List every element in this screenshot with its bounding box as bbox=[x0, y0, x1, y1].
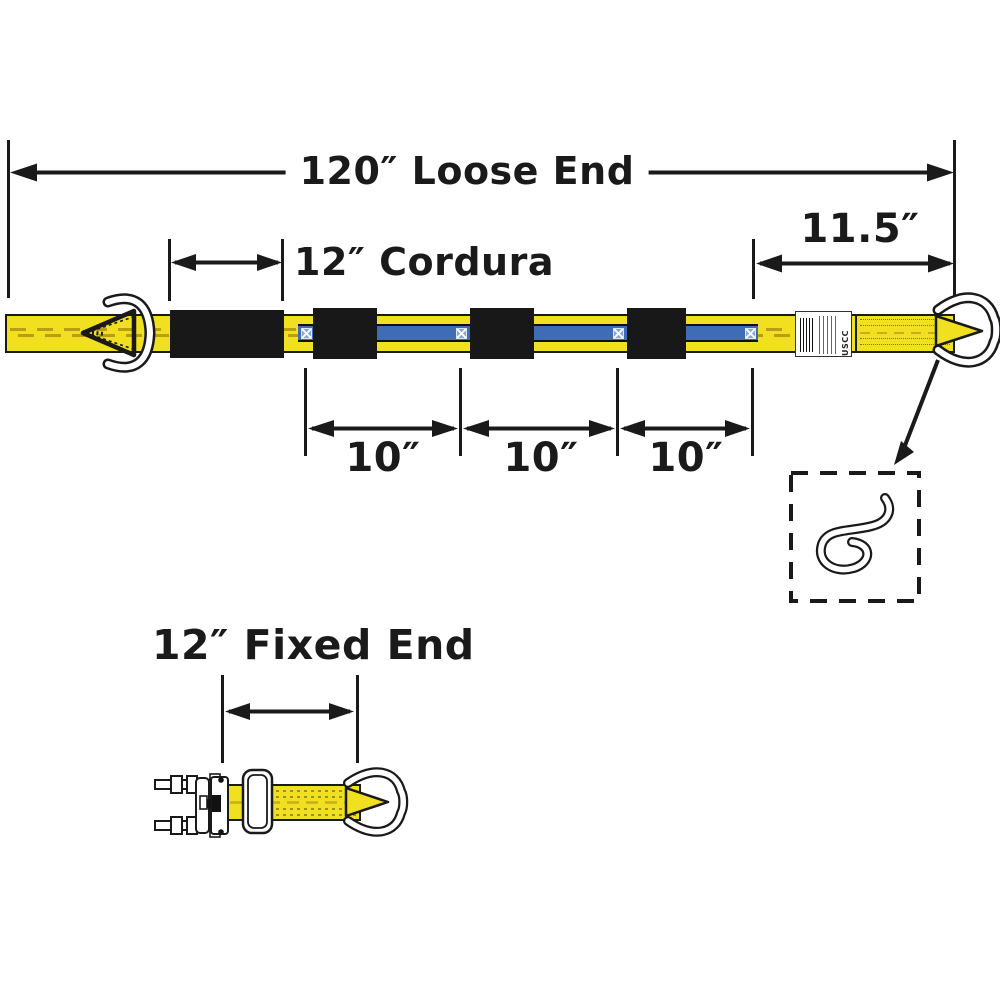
dim-tail-left-tick bbox=[752, 239, 755, 299]
stitch-box-icon bbox=[456, 328, 467, 339]
dim-fixed-arrow bbox=[225, 703, 354, 720]
stitch-box-icon bbox=[745, 328, 756, 339]
product-label: USCC bbox=[795, 311, 852, 357]
label-fine-print bbox=[819, 316, 839, 354]
dim-10-tick bbox=[304, 368, 307, 456]
dim-10-arrow bbox=[620, 420, 750, 437]
dim-10-label: 10″ bbox=[503, 435, 579, 481]
label-brand: USCC bbox=[841, 330, 850, 356]
dim-fixed-label: 12″ Fixed End bbox=[152, 621, 475, 669]
dim-tail-label: 11.5″ bbox=[800, 206, 920, 252]
wear-pad bbox=[627, 308, 686, 359]
dim-fixed-left-tick bbox=[221, 675, 224, 763]
dim-tail-arrow bbox=[756, 254, 954, 273]
dim-120-left-tick bbox=[7, 140, 10, 298]
dim-cordura-right-tick bbox=[281, 239, 284, 301]
wire-hook-left-icon bbox=[80, 293, 156, 373]
dim-10-tick bbox=[459, 368, 462, 456]
dim-fixed-right-tick bbox=[356, 675, 359, 763]
dim-10-label: 10″ bbox=[345, 435, 421, 481]
dim-cordura-label: 12″ Cordura bbox=[294, 240, 554, 284]
stitch-box-icon bbox=[301, 328, 312, 339]
ratchet-frame-plate bbox=[241, 768, 274, 835]
dim-120-label: 120″ Loose End bbox=[285, 149, 649, 194]
dim-10-arrow bbox=[463, 420, 615, 437]
wear-pad bbox=[313, 308, 377, 359]
dim-10-arrow bbox=[308, 420, 458, 437]
stitch-box-icon bbox=[613, 328, 624, 339]
wear-pad bbox=[470, 308, 534, 359]
hook-detail-box bbox=[789, 471, 921, 603]
ratchet-release-slider bbox=[212, 795, 221, 812]
ratchet-fixed-end-drawing bbox=[154, 767, 409, 838]
dim-10-tick bbox=[751, 368, 754, 456]
barcode-icon bbox=[800, 318, 815, 352]
cordura-sleeve bbox=[170, 310, 284, 358]
dim-cordura-left-tick bbox=[168, 239, 171, 301]
dim-120-right-tick bbox=[953, 140, 956, 298]
wire-hook-right-icon bbox=[932, 292, 1000, 368]
dim-10-tick bbox=[616, 368, 619, 456]
dim-10-label: 10″ bbox=[648, 435, 724, 481]
dim-cordura-arrow bbox=[171, 254, 282, 271]
hook-callout-arrow bbox=[894, 359, 940, 465]
